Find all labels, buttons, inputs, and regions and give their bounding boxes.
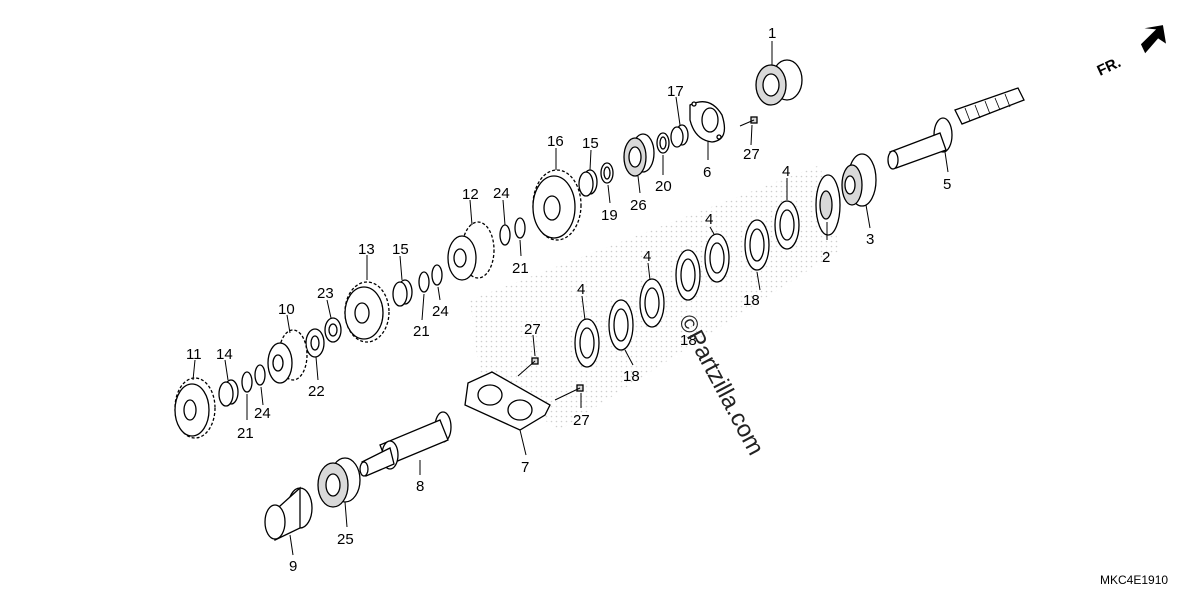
callout-4-d: 4 <box>577 281 585 298</box>
callout-10: 10 <box>278 301 295 318</box>
callout-1: 1 <box>768 25 776 42</box>
part-bolt-27-a[interactable] <box>739 116 758 127</box>
part-disc-4-c[interactable] <box>639 278 665 328</box>
direction-arrow-icon <box>1140 25 1167 54</box>
callout-27-c: 27 <box>573 412 590 429</box>
part-shaft-5[interactable] <box>887 87 1025 170</box>
callout-27-b: 27 <box>524 321 541 338</box>
part-bolt-27-b[interactable] <box>517 357 539 377</box>
callout-7: 7 <box>521 459 529 476</box>
part-holder-6[interactable] <box>689 101 726 143</box>
callout-5: 5 <box>943 176 951 193</box>
part-plate-18-a[interactable] <box>744 219 770 271</box>
callout-21-c: 21 <box>237 425 254 442</box>
callout-14: 14 <box>216 346 233 363</box>
part-washer-19[interactable] <box>600 162 614 184</box>
callout-9: 9 <box>289 558 297 575</box>
part-bushing-14[interactable] <box>218 379 239 407</box>
callout-18-a: 18 <box>743 292 760 309</box>
callout-8: 8 <box>416 478 424 495</box>
part-gear-12[interactable] <box>447 221 495 281</box>
part-shaft-8[interactable] <box>359 411 452 477</box>
callout-4-a: 4 <box>782 163 790 180</box>
part-sleeve-9[interactable] <box>264 486 313 541</box>
part-gear-16[interactable] <box>532 169 582 241</box>
callout-27-a: 27 <box>743 146 760 163</box>
callout-21-a: 21 <box>512 260 529 277</box>
callout-23: 23 <box>317 285 334 302</box>
part-cover-7[interactable] <box>464 371 551 431</box>
callout-24-b: 24 <box>432 303 449 320</box>
part-hub-3[interactable] <box>841 153 877 207</box>
callout-2: 2 <box>822 249 830 266</box>
callout-15-a: 15 <box>582 135 599 152</box>
front-direction-indicator: FR. <box>1095 25 1167 80</box>
callout-26: 26 <box>630 197 647 214</box>
part-circlip-21-c[interactable] <box>241 371 253 393</box>
part-bolt-27-c[interactable] <box>554 384 584 401</box>
callout-17: 17 <box>667 83 684 100</box>
callout-25: 25 <box>337 531 354 548</box>
part-disc-4-a[interactable] <box>774 200 800 250</box>
part-needle-bearing-15-b[interactable] <box>392 279 413 307</box>
part-needle-bearing-15-a[interactable] <box>578 169 598 197</box>
callout-11: 11 <box>186 346 202 363</box>
leader-lines <box>192 41 949 556</box>
watermark-text: ©Partzilla.com <box>673 310 770 460</box>
callout-21-b: 21 <box>413 323 430 340</box>
callout-12: 12 <box>462 186 479 203</box>
part-disc-4-d[interactable] <box>574 318 600 368</box>
callout-24-c: 24 <box>254 405 271 422</box>
part-plate-18-b[interactable] <box>675 249 701 301</box>
part-plate-18-c[interactable] <box>608 299 634 351</box>
part-circlip-21-b[interactable] <box>418 271 430 293</box>
part-gear-11[interactable] <box>174 377 216 439</box>
direction-label: FR. <box>1095 54 1124 80</box>
callout-22: 22 <box>308 383 325 400</box>
callout-6: 6 <box>703 164 711 181</box>
callout-3: 3 <box>866 231 874 248</box>
part-washer-23[interactable] <box>324 317 342 343</box>
part-washer-24-b[interactable] <box>431 264 443 286</box>
part-gear-13[interactable] <box>344 281 390 343</box>
callout-18-c: 18 <box>623 368 640 385</box>
callout-16: 16 <box>547 133 564 150</box>
part-bearing-17[interactable] <box>670 124 689 148</box>
part-bearing-1[interactable] <box>755 59 803 106</box>
part-washer-24-c[interactable] <box>254 364 266 386</box>
part-plate-2[interactable] <box>815 174 841 236</box>
callout-4-b: 4 <box>705 211 713 228</box>
part-bearing-25[interactable] <box>317 457 361 508</box>
part-lock-washer-22[interactable] <box>305 328 325 358</box>
part-bearing-26[interactable] <box>623 133 655 177</box>
callout-15-b: 15 <box>392 241 409 258</box>
callout-4-c: 4 <box>643 248 651 265</box>
callout-24-a: 24 <box>493 185 510 202</box>
part-gear-10[interactable] <box>267 329 308 384</box>
callout-20: 20 <box>655 178 672 195</box>
callout-labels: 1 2 3 4 4 4 4 4 5 6 7 8 9 10 11 12 13 14… <box>186 25 951 575</box>
part-disc-4-b[interactable] <box>704 233 730 283</box>
callout-19: 19 <box>601 207 618 224</box>
diagram-code: MKC4E1910 <box>1100 573 1168 587</box>
part-washer-20[interactable] <box>656 132 670 154</box>
callout-18-b: 18 <box>680 332 697 349</box>
part-washer-24-a[interactable] <box>499 224 511 246</box>
part-circlip-21-a[interactable] <box>514 217 526 239</box>
callout-13: 13 <box>358 241 375 258</box>
